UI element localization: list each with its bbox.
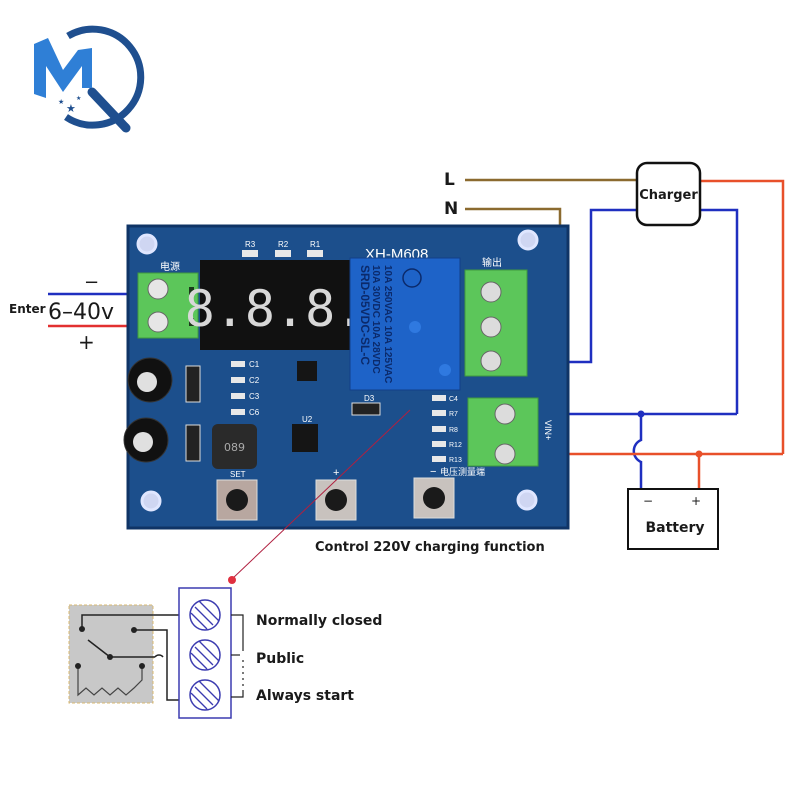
svg-text:★: ★ [58, 98, 64, 106]
seven-segment-display: 8.8.8. [185, 260, 366, 350]
svg-text:C6: C6 [249, 408, 260, 417]
relay-schematic: Normally closed Public Always start [68, 587, 382, 719]
svg-text:SET: SET [230, 470, 246, 479]
input-enter-label: Enter [9, 302, 46, 316]
svg-text:★: ★ [66, 102, 76, 115]
measure-terminal-block [467, 397, 539, 467]
caption: Control 220V charging function [315, 540, 545, 555]
output-terminal-block [464, 269, 528, 377]
svg-text:+: + [333, 467, 339, 479]
junction-dot [637, 410, 645, 418]
mains-n-label: N [444, 199, 458, 219]
measure-label: 电压测量端 [440, 466, 485, 477]
svg-text:R1: R1 [310, 240, 321, 249]
mq-logo-icon: ★ ★ ★ [34, 25, 145, 133]
svg-text:SRD-05VDC-SL-C: SRD-05VDC-SL-C [358, 265, 372, 365]
display-value: 8.8.8. [185, 280, 366, 338]
terminal-common-label: Public [256, 651, 304, 667]
svg-text:R13: R13 [449, 457, 462, 464]
wire-charger-neg-out [700, 208, 739, 414]
svg-text:10A 250VAC 10A 125VAC: 10A 250VAC 10A 125VAC [382, 265, 393, 383]
output-label: 输出 [482, 256, 502, 269]
input-voltage-range: 6–40v [48, 300, 114, 325]
power-terminal-block [137, 272, 199, 339]
relay: 10A 250VAC 10A 125VAC 10A 30VDC 10A 28VD… [349, 257, 461, 391]
svg-text:R8: R8 [449, 427, 458, 434]
svg-text:R7: R7 [449, 411, 458, 418]
input-plus-label: + [78, 330, 95, 354]
terminal-no-label: Always start [256, 688, 354, 704]
junction-dot [695, 450, 703, 458]
resistor-row [242, 250, 323, 257]
battery-label: Battery [645, 520, 704, 536]
mains-l-label: L [444, 170, 455, 190]
svg-text:089: 089 [224, 441, 245, 454]
svg-text:R12: R12 [449, 442, 462, 449]
power-label: 电源 [160, 260, 180, 273]
battery-plus-label: + [691, 494, 701, 508]
svg-text:C1: C1 [249, 360, 260, 369]
svg-text:U2: U2 [302, 415, 313, 424]
battery-box: − + Battery [627, 488, 719, 550]
wire-battery-neg [632, 414, 643, 490]
pcb-board: XH-M608 电源 输出 电压测量端 VIN+ R3 R2 R1 8.8.8. [123, 224, 570, 530]
svg-text:R3: R3 [245, 240, 256, 249]
inductor: 089 [212, 424, 257, 469]
wire-charger-pos-out [700, 179, 785, 454]
input-minus-label: − [84, 272, 99, 293]
charger-box: Charger [635, 161, 702, 227]
mounting-hole [136, 229, 539, 512]
terminal-nc-label: Normally closed [256, 613, 382, 629]
charger-label: Charger [639, 188, 698, 203]
svg-text:C2: C2 [249, 376, 260, 385]
button-plus[interactable]: + [315, 467, 357, 521]
svg-text:10A 30VDC 10A 28VDC: 10A 30VDC 10A 28VDC [370, 265, 381, 374]
button-set[interactable]: SET [216, 470, 258, 521]
svg-text:C3: C3 [249, 392, 260, 401]
svg-text:−: − [430, 466, 436, 478]
vin-label: VIN+ [543, 420, 553, 440]
svg-text:C4: C4 [449, 396, 458, 403]
button-minus[interactable]: − [413, 466, 455, 519]
pointer-line [231, 409, 411, 580]
pointer-dot [228, 576, 236, 584]
svg-text:D3: D3 [364, 394, 375, 403]
battery-minus-label: − [643, 494, 653, 508]
svg-text:★: ★ [76, 95, 81, 102]
svg-text:R2: R2 [278, 240, 289, 249]
